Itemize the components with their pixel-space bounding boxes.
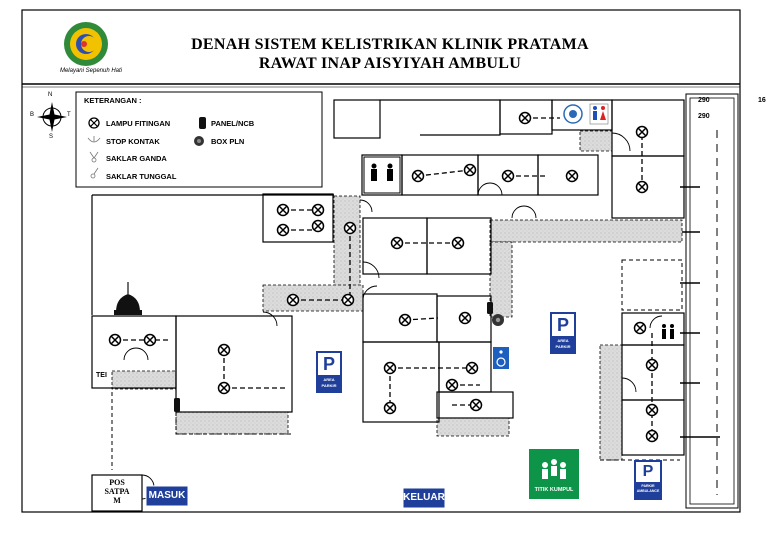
lamp-fixtures (108, 111, 659, 443)
lamp-icon (217, 381, 231, 395)
lamp-icon (343, 221, 357, 235)
lamp-icon (518, 111, 532, 125)
lamp-icon (143, 333, 157, 347)
pln-box-icon (492, 314, 504, 326)
parking-left-line1: AREA (323, 377, 335, 382)
assembly-people-icon (542, 459, 566, 479)
guard-post-label: POS SATPA M (104, 478, 130, 505)
lamp-icon (383, 361, 397, 375)
lamp-icon (633, 321, 647, 335)
lamp-icon (286, 293, 300, 307)
legend-title: KETERANGAN : (84, 96, 142, 105)
page-title-line-1: DENAH SISTEM KELISTRIKAN KLINIK PRATAMA (191, 36, 589, 53)
parking-center-line1: AREA (557, 338, 569, 343)
parking-left-line2: PARKIR (321, 383, 337, 388)
compass-west-label: B (30, 112, 35, 118)
restroom-sign-icon (589, 103, 609, 125)
corridors (111, 130, 683, 461)
legend-pln-box-label: BOX PLN (211, 137, 245, 146)
compass-south-label: S (49, 134, 54, 140)
legend-single-switch-label: SAKLAR TUNGGAL (106, 172, 177, 181)
compass-rose-icon (37, 102, 67, 132)
sheet-border (21, 9, 741, 513)
lamp-icon (469, 398, 483, 412)
parking-center-line2: PARKIR (555, 344, 571, 349)
lamp-icon (445, 378, 459, 392)
lamp-icon (276, 223, 290, 237)
lamp-icon (217, 343, 231, 357)
ambulance-parking-letter: P (642, 463, 654, 480)
lamp-icon (108, 333, 122, 347)
lamp-icon (645, 403, 659, 417)
logo-tagline: Melayani Sepenuh Hati (59, 68, 123, 74)
exit-sign (402, 487, 446, 509)
entry-sign-label: MASUK (148, 490, 186, 501)
wheelchair-icon (493, 347, 509, 369)
road-label-second: 290 (698, 113, 710, 120)
panel-icon (174, 398, 180, 412)
entry-sign (145, 485, 189, 507)
lamp-icon (465, 361, 479, 375)
compass-east-label: T (67, 112, 71, 118)
lamp-icon (463, 163, 477, 177)
mosque-icon (114, 282, 142, 315)
lamp-icon (341, 293, 355, 307)
panel-icon (487, 302, 493, 314)
building-walls (91, 99, 685, 512)
lamp-icon (458, 311, 472, 325)
lamp-icon (383, 401, 397, 415)
ambulance-parking-line1: PARKIR (641, 484, 655, 488)
toilet-icon (363, 156, 401, 194)
legend-double-switch-label: SAKLAR GANDA (106, 154, 167, 163)
legend-lamp-label: LAMPU FITINGAN (106, 119, 171, 128)
lamp-icon (501, 169, 515, 183)
lamp-icon (411, 169, 425, 183)
lamp-icon (311, 203, 325, 217)
page-title-line-2: RAWAT INAP AISYIYAH AMBULU (258, 55, 522, 72)
ambulance-parking-line2: AMBULANCE (636, 489, 660, 493)
lamp-icon (635, 180, 649, 194)
lamp-icon (645, 429, 659, 443)
assembly-point-label: TITIK KUMPUL (534, 487, 574, 493)
roadway (680, 93, 739, 509)
tei-label: TEI (96, 372, 107, 379)
clinic-logo (64, 22, 108, 66)
lamp-icon (398, 313, 412, 327)
edge-number: 16 (758, 97, 766, 104)
lamp-icon (565, 169, 579, 183)
parking-left-letter: P (322, 354, 335, 374)
parking-center-letter: P (556, 315, 569, 335)
legend-socket-label: STOP KONTAK (106, 137, 160, 146)
lamp-icon (276, 203, 290, 217)
legend-panel-label: PANEL/NCB (211, 119, 255, 128)
lamp-icon (645, 358, 659, 372)
exit-sign-label: KELUAR (403, 492, 445, 503)
road-label-top: 290 (698, 97, 710, 104)
lamp-icon (390, 236, 404, 250)
compass-north-label: N (48, 92, 53, 98)
lamp-icon (311, 219, 325, 233)
lamp-icon (451, 236, 465, 250)
logo-badge-icon (563, 104, 583, 124)
lamp-icon (635, 125, 649, 139)
toilet-icon (662, 324, 674, 339)
